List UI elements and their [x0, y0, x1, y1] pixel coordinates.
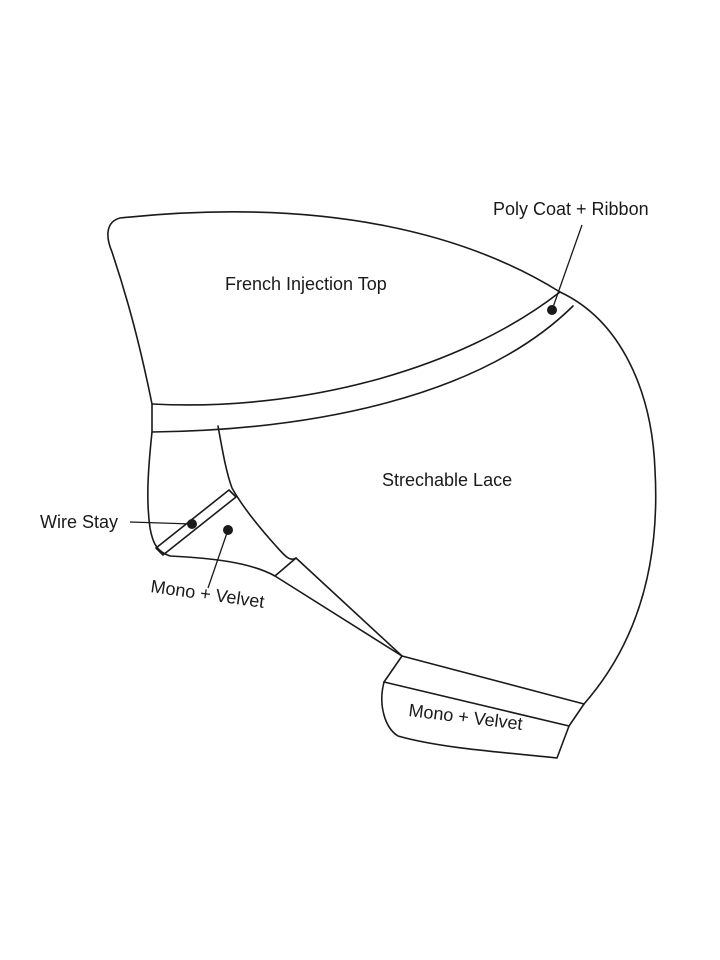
poly-coat-ribbon-leader	[551, 224, 583, 311]
strechable-lace-label: Strechable Lace	[382, 470, 512, 490]
french-injection-top-label: French Injection Top	[225, 274, 387, 294]
ear-tab-divider	[217, 425, 297, 561]
french-injection-top-edge	[151, 291, 561, 406]
mono-velvet-ear-dot	[223, 525, 233, 535]
poly-coat-ribbon-dot	[547, 305, 557, 315]
wire-stay-label: Wire Stay	[40, 512, 118, 532]
nape-band-upper-edge	[401, 655, 585, 705]
ribbon-band-lower-edge	[151, 305, 574, 433]
mono-velvet-nape-label: Mono + Velvet	[408, 700, 524, 734]
ear-strip-upper-edge	[274, 557, 297, 577]
mono-velvet-ear-label: Mono + Velvet	[149, 576, 265, 612]
wire-stay-dot	[187, 519, 197, 529]
mono-velvet-ear-leader	[207, 529, 229, 589]
wire-stay-leader	[129, 521, 193, 525]
wire-stay-strip	[155, 489, 237, 556]
nape-strip-side	[295, 557, 403, 657]
poly-coat-ribbon-label: Poly Coat + Ribbon	[493, 199, 649, 219]
nape-band-lower-edge	[383, 681, 570, 727]
